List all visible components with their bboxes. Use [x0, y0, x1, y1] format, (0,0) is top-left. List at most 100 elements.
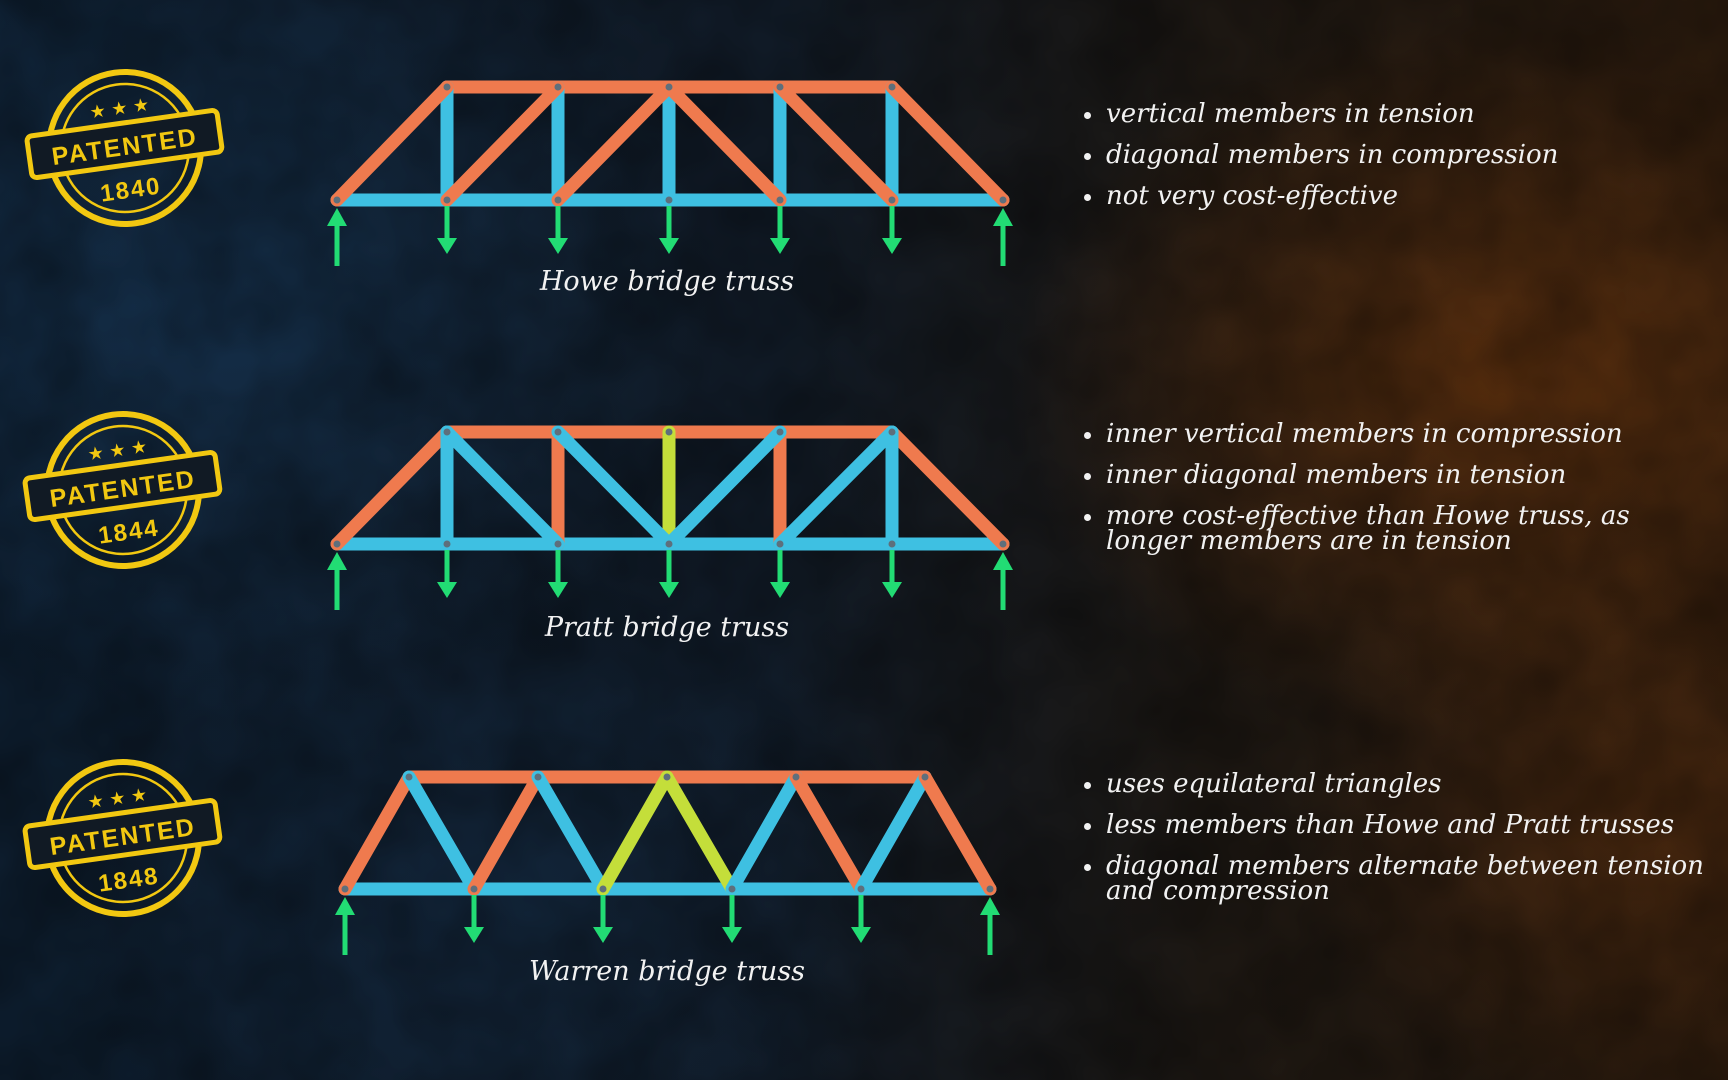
warren-stamp: ★ ★ ★ PATENTED 1848 [22, 759, 223, 917]
pratt-note-item: inner diagonal members in tension [1080, 462, 1710, 488]
warren-tension-member [531, 770, 610, 896]
warren-compression-member [918, 770, 997, 896]
pratt-notes: inner vertical members in compression in… [1080, 421, 1710, 570]
pratt-compression-member [330, 425, 454, 551]
warren-joint [986, 885, 994, 893]
warren-support-reaction-arrow [335, 897, 355, 955]
howe-joint [554, 196, 562, 204]
warren-note-item: uses equilateral triangles [1080, 771, 1710, 797]
pratt-caption: Pratt bridge truss [544, 612, 789, 643]
howe-compression-member [330, 80, 454, 207]
howe-joint [554, 83, 562, 91]
pratt-support-reaction-arrow [327, 552, 347, 610]
warren-note-item: diagonal members alternate between tensi… [1080, 853, 1710, 904]
pratt-force-arrows [327, 550, 1013, 610]
pratt-tension-member [662, 425, 787, 551]
warren-tension-member [725, 770, 803, 896]
warren-tension-member [402, 770, 481, 896]
pratt-tension-member [440, 425, 565, 551]
howe-joint [888, 196, 896, 204]
pratt-joint [665, 428, 673, 436]
warren-support-reaction-arrow [980, 897, 1000, 955]
howe-support-reaction-arrow [327, 208, 347, 266]
howe-joint [665, 196, 673, 204]
pratt-note-item: more cost-effective than Howe truss, as … [1080, 503, 1710, 554]
howe-compression-member [773, 80, 899, 207]
warren-joint [534, 773, 542, 781]
pratt-support-reaction-arrow [993, 552, 1013, 610]
warren-zero-force-member [596, 770, 674, 896]
pratt-joint [999, 540, 1007, 548]
howe-compression-member [662, 80, 787, 207]
howe-load-arrow [770, 206, 790, 254]
warren-caption: Warren bridge truss [529, 956, 805, 987]
warren-load-arrow [464, 895, 484, 943]
howe-compression-member [551, 80, 676, 207]
warren-load-arrow [722, 895, 742, 943]
pratt-tension-member [551, 425, 676, 551]
warren-section: ★ ★ ★ PATENTED 1848 Warren bridge truss [22, 759, 1000, 987]
warren-notes: uses equilateral triangles less members … [1080, 771, 1710, 920]
pratt-joint [554, 540, 562, 548]
pratt-note-item: inner vertical members in compression [1080, 421, 1710, 447]
pratt-joint [776, 428, 784, 436]
pratt-joint [888, 428, 896, 436]
howe-joint [443, 196, 451, 204]
pratt-joint [554, 428, 562, 436]
howe-compression-member [885, 80, 1010, 207]
warren-load-arrow [593, 895, 613, 943]
pratt-joint [888, 540, 896, 548]
warren-joint [599, 885, 607, 893]
warren-joint [663, 773, 671, 781]
howe-note-item: diagonal members in compression [1080, 142, 1710, 168]
howe-joint [333, 196, 341, 204]
howe-joint [665, 83, 673, 91]
warren-joint [792, 773, 800, 781]
howe-joint [776, 196, 784, 204]
pratt-compression-member [885, 425, 1010, 551]
howe-joint [888, 83, 896, 91]
warren-joint [921, 773, 929, 781]
warren-force-arrows [335, 895, 1000, 955]
warren-joint [470, 885, 478, 893]
warren-joint [857, 885, 865, 893]
warren-tension-member [854, 770, 932, 896]
howe-truss-members [330, 80, 1010, 207]
pratt-load-arrow [659, 550, 679, 598]
pratt-load-arrow [548, 550, 568, 598]
howe-force-arrows [327, 206, 1013, 266]
warren-note-item: less members than Howe and Pratt trusses [1080, 812, 1710, 838]
howe-note-item: vertical members in tension [1080, 101, 1710, 127]
warren-compression-member [467, 770, 545, 896]
howe-notes: vertical members in tension diagonal mem… [1080, 101, 1710, 225]
pratt-section: ★ ★ ★ PATENTED 1844 Pratt bridge truss [22, 411, 1013, 643]
warren-truss-members [338, 770, 997, 896]
pratt-load-arrow [882, 550, 902, 598]
stamp-banner [24, 108, 225, 181]
warren-joint [405, 773, 413, 781]
howe-support-reaction-arrow [993, 208, 1013, 266]
pratt-truss-members [330, 425, 1010, 551]
stamp-banner [22, 798, 223, 871]
pratt-joint [665, 540, 673, 548]
howe-load-arrow [882, 206, 902, 254]
warren-joint [341, 885, 349, 893]
warren-compression-member [338, 770, 416, 896]
warren-joint [728, 885, 736, 893]
howe-joint [776, 83, 784, 91]
pratt-joint [443, 540, 451, 548]
stamp-banner [22, 450, 223, 523]
pratt-load-arrow [437, 550, 457, 598]
pratt-load-arrow [770, 550, 790, 598]
howe-note-item: not very cost-effective [1080, 183, 1710, 209]
warren-zero-force-member [660, 770, 739, 896]
pratt-tension-member [773, 425, 899, 551]
pratt-joint [776, 540, 784, 548]
howe-joint [443, 83, 451, 91]
pratt-joint [443, 428, 451, 436]
howe-load-arrow [659, 206, 679, 254]
pratt-joint [333, 540, 341, 548]
howe-caption: Howe bridge truss [539, 266, 794, 297]
pratt-stamp: ★ ★ ★ PATENTED 1844 [22, 411, 223, 569]
